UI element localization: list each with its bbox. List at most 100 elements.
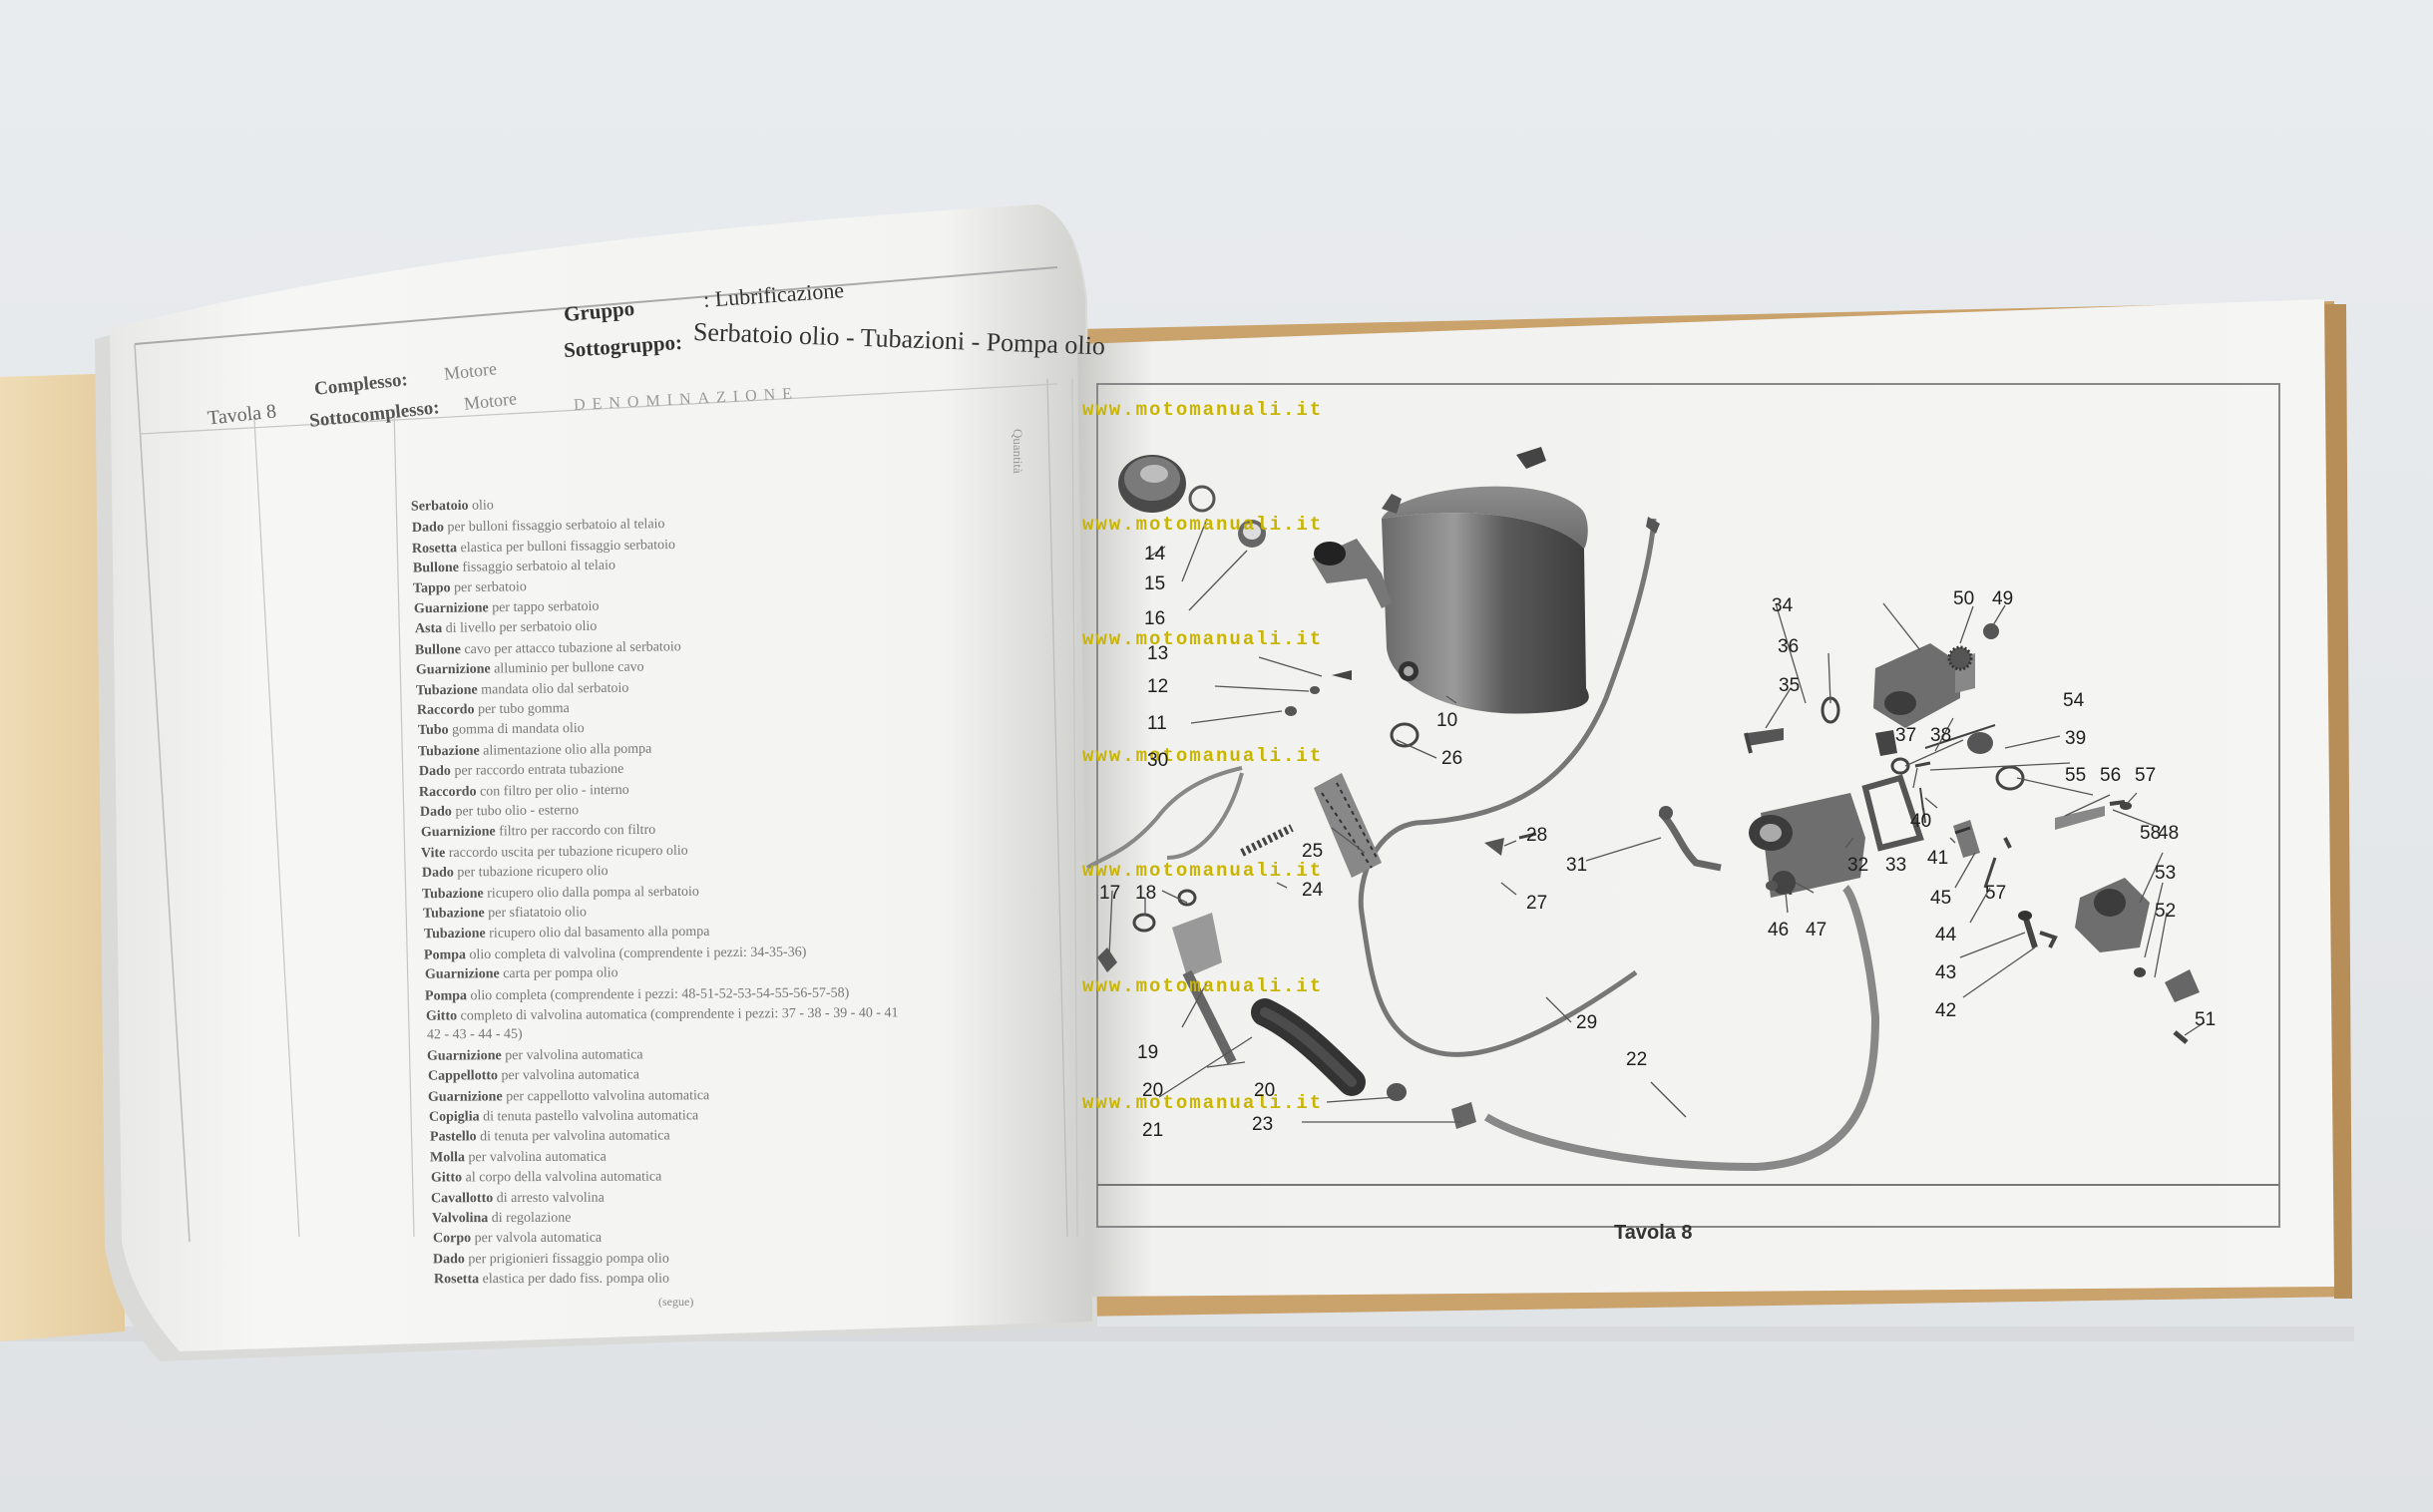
row-description: completo di valvolina automatica (compre… [460, 1005, 899, 1024]
part-number: 31 [1566, 855, 1588, 876]
part-number: 48 [2158, 823, 2180, 844]
row-name: Dado [411, 520, 444, 537]
part-number: 51 [2195, 1009, 2217, 1030]
row-description: per tubazione ricupero olio [457, 864, 608, 881]
watermark: www.motomanuali.it [1082, 975, 1324, 997]
row-description: per sfiatatoio olio [488, 905, 588, 922]
page-footer: (segue) [658, 1295, 694, 1309]
row-description: per valvola automatica [474, 1231, 602, 1247]
table-row: Tappo per serbatoio [413, 579, 527, 597]
watermark: www.motomanuali.it [1082, 1092, 1324, 1114]
table-row: Gitto completo di valvolina automatica (… [426, 1005, 899, 1024]
table-row: Guarnizione per tappo serbatoio [414, 599, 600, 618]
row-name: Guarnizione [428, 1088, 504, 1105]
row-name: Guarnizione [424, 966, 500, 982]
table-row: Gitto al corpo della valvolina automatic… [431, 1170, 661, 1187]
row-name: Gitto [430, 1170, 462, 1186]
part-number: 34 [1772, 595, 1794, 616]
part-number: 22 [1626, 1049, 1648, 1070]
row-name: Dado [433, 1252, 466, 1268]
row-description: per prigionieri fissaggio pompa olio [468, 1251, 670, 1268]
row-name: Dado [421, 865, 454, 882]
row-description: per raccordo entrata tubazione [454, 762, 624, 779]
row-name: Cappellotto [427, 1068, 498, 1084]
row-name: Copiglia [428, 1109, 480, 1125]
row-description: ricupero olio dalla pompa al serbatoio [487, 884, 700, 902]
part-number: 41 [1927, 848, 1949, 869]
row-description: per valvolina automatica [501, 1067, 639, 1084]
part-number: 28 [1526, 825, 1548, 846]
row-name: Vite [421, 845, 446, 862]
table-row: Dado per tubazione ricupero olio [422, 864, 608, 882]
table-row: Guarnizione filtro per raccordo con filt… [421, 823, 655, 841]
watermark: www.motomanuali.it [1082, 628, 1324, 650]
row-name: Dado [418, 763, 451, 780]
row-description: raccordo uscita per tubazione ricupero o… [448, 843, 688, 861]
part-number: 39 [2065, 728, 2087, 749]
row-name: Raccordo [416, 702, 475, 718]
table-row: Copiglia di tenuta pastello valvolina au… [429, 1108, 698, 1125]
row-description: ricupero olio dal basamento alla pompa [488, 925, 710, 943]
row-name: Pompa [424, 946, 467, 963]
row-description: di tenuta per valvolina automatica [479, 1128, 670, 1145]
row-name: Valvolina [431, 1211, 489, 1227]
row-description: mandata olio dal serbatoio [481, 680, 629, 698]
row-description: carta per pompa olio [502, 965, 618, 982]
row-name: Tappo [413, 579, 452, 596]
row-name: Rosetta [433, 1272, 479, 1288]
part-number: 20 [1142, 1080, 1164, 1101]
part-number: 56 [2100, 765, 2122, 786]
row-name: Guarnizione [420, 824, 496, 841]
table-row: Tubazione per sfiatatoio olio [423, 905, 587, 922]
part-number: 54 [2063, 690, 2085, 711]
row-description: al corpo della valvolina automatica [465, 1169, 662, 1186]
part-number: 11 [1147, 713, 1167, 734]
row-description: per tappo serbatoio [492, 598, 600, 616]
row-name: Guarnizione [427, 1048, 502, 1064]
row-name: Rosetta [412, 541, 458, 557]
part-number: 17 [1099, 883, 1121, 904]
row-name: Asta [414, 621, 442, 637]
part-number: 50 [1953, 588, 1975, 609]
part-number: 58 [2140, 823, 2162, 844]
part-number: 25 [1302, 841, 1324, 862]
part-number: 57 [1985, 883, 2007, 904]
watermark: www.motomanuali.it [1082, 745, 1324, 767]
part-number: 46 [1768, 920, 1790, 941]
watermark: www.motomanuali.it [1082, 399, 1324, 421]
row-description: per cappellotto valvolina automatica [506, 1087, 710, 1104]
part-number: 57 [2135, 765, 2157, 786]
table-row: Guarnizione per valvolina automatica [427, 1047, 643, 1064]
table-row: Corpo per valvola automatica [433, 1231, 602, 1248]
row-name: Pompa [425, 987, 468, 1004]
row-description: alluminio per bullone cavo [493, 659, 644, 677]
part-number: 30 [1147, 750, 1169, 771]
row-description: gomma di mandata olio [451, 721, 585, 738]
row-description: con filtro per olio - interno [480, 782, 630, 800]
row-description: per serbatoio [454, 578, 528, 595]
part-number: 33 [1885, 855, 1907, 876]
part-number: 29 [1576, 1012, 1598, 1033]
table-row: Cappellotto per valvolina automatica [428, 1068, 639, 1085]
table-row: 42 - 43 - 44 - 45) [427, 1027, 523, 1044]
part-number: 53 [2155, 863, 2177, 884]
part-number: 21 [1142, 1120, 1164, 1141]
table-row: Guarnizione alluminio per bullone cavo [416, 660, 644, 679]
row-description: cavo per attacco tubazione al serbatoio [464, 639, 681, 657]
row-description: di arresto valvolina [497, 1190, 606, 1206]
part-number: 37 [1895, 725, 1917, 746]
part-number: 40 [1910, 811, 1932, 832]
part-number: 13 [1147, 643, 1169, 664]
row-name: Bullone [415, 641, 462, 658]
part-number: 10 [1436, 710, 1458, 731]
part-number: 43 [1935, 962, 1957, 983]
part-number: 15 [1144, 573, 1166, 594]
part-number: 47 [1806, 920, 1827, 941]
part-number: 20 [1254, 1080, 1276, 1101]
table-row: Dado per tubo olio - esterno [420, 803, 579, 821]
row-description: filtro per raccordo con filtro [498, 823, 655, 840]
part-number: 23 [1252, 1114, 1274, 1135]
row-name: Pastello [429, 1129, 477, 1145]
